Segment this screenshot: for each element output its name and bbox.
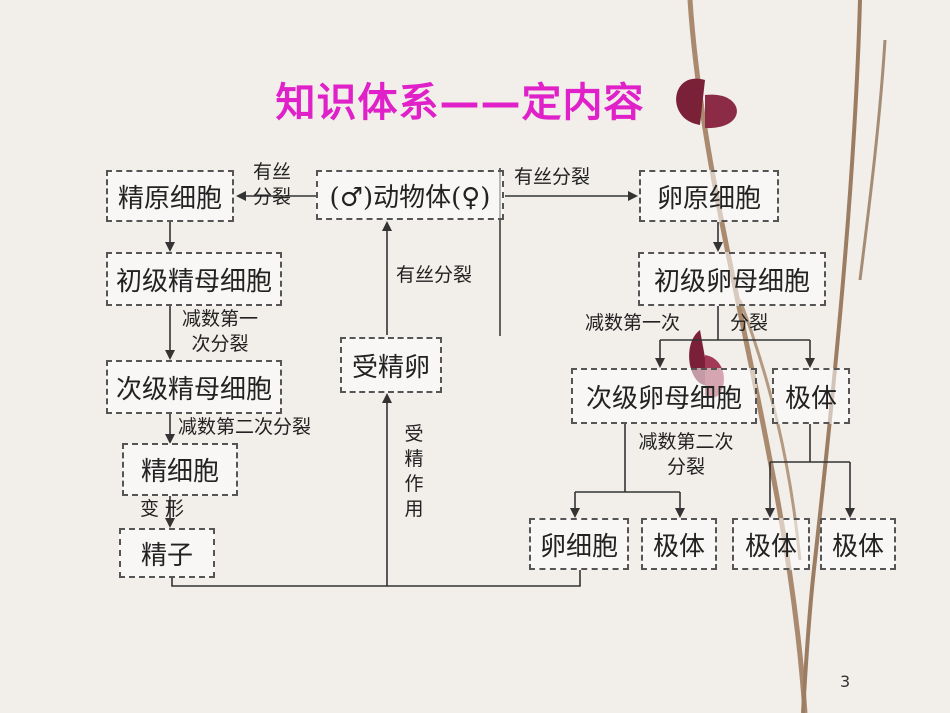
spermatid-box: 精细胞 [122, 443, 238, 496]
secondary-spermatocyte-box: 次级精母细胞 [106, 360, 282, 414]
butterfly-icon-1 [676, 78, 737, 129]
oogonium-box: 卵原细胞 [639, 170, 779, 222]
meiosis2-female-label: 减数第二次分裂 [638, 431, 734, 478]
zygote-box: 受精卵 [340, 337, 442, 393]
sperm-box: 精子 [119, 528, 215, 578]
polar-body-box-4: 极体 [820, 518, 896, 570]
fertilization-label: 受精作用 [404, 423, 424, 520]
polar-body-box-3: 极体 [732, 518, 810, 570]
mitosis-left-label: 有丝分裂 [252, 161, 291, 208]
slide-title: 知识体系——定内容 [275, 80, 645, 126]
page-number: 3 [840, 672, 851, 691]
meiosis1-male-label: 减数第一次分裂 [181, 308, 258, 355]
polar-body-box-2: 极体 [641, 518, 717, 570]
animal-box: (♂)动物体(♀) [316, 170, 504, 220]
transform-label: 变 形 [140, 498, 185, 520]
first-polar-body-box: 极体 [772, 368, 850, 424]
mitosis-up-label: 有丝分裂 [396, 264, 473, 286]
meiosis1-female-label-b: 分裂 [730, 312, 769, 334]
egg-box: 卵细胞 [529, 518, 629, 570]
spermatogonium-box: 精原细胞 [106, 170, 234, 222]
primary-oocyte-box: 初级卵母细胞 [638, 252, 826, 306]
primary-spermatocyte-box: 初级精母细胞 [106, 252, 282, 306]
meiosis1-female-label-a: 减数第一次 [585, 312, 681, 334]
secondary-oocyte-box: 次级卵母细胞 [571, 368, 757, 424]
mitosis-right-label: 有丝分裂 [514, 166, 591, 188]
meiosis2-male-label: 减数第二次分裂 [178, 416, 312, 438]
